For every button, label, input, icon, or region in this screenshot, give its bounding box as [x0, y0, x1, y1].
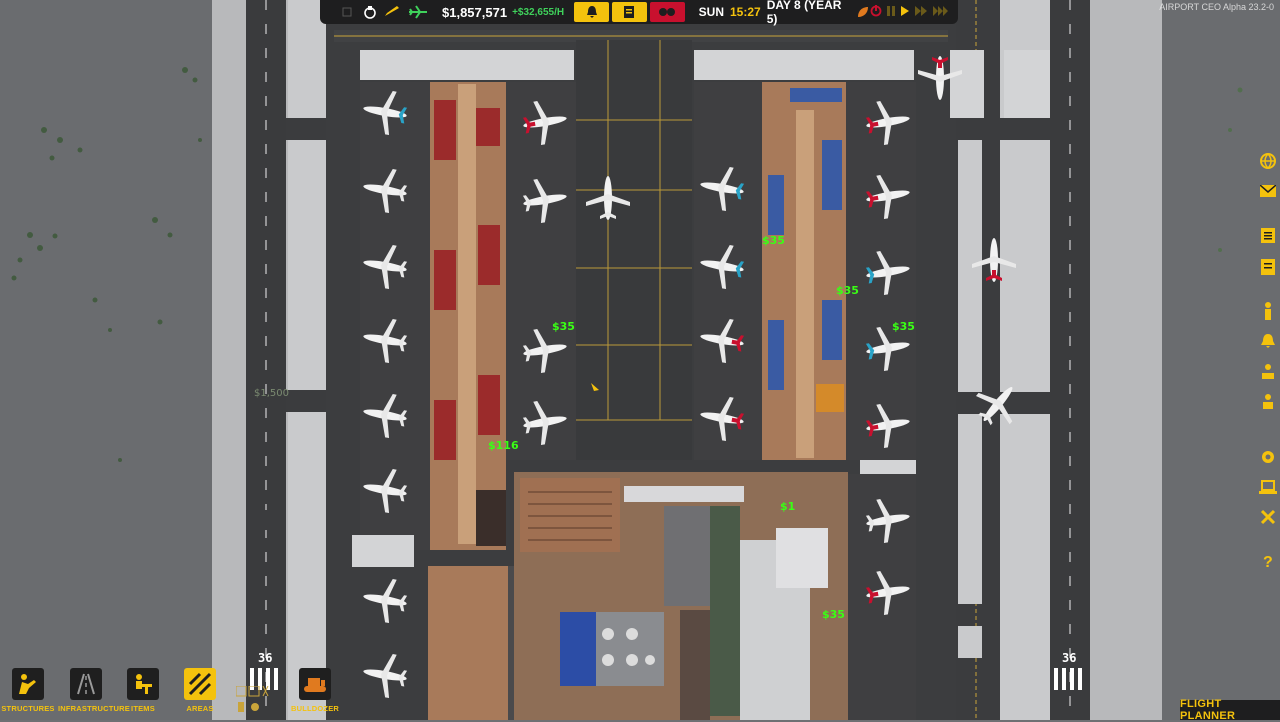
structures-icon — [12, 668, 44, 700]
structures-button[interactable]: STRUCTURES — [0, 664, 56, 720]
cash-label: $35 — [822, 608, 845, 621]
weekday-label: SUN — [698, 5, 724, 19]
fast-forward-icon[interactable] — [914, 5, 928, 20]
notifications-button[interactable] — [574, 2, 609, 22]
fastest-forward-icon[interactable] — [932, 5, 948, 20]
pause-icon[interactable] — [886, 5, 896, 20]
income-rate: +$32,655/H — [512, 6, 565, 18]
svg-text:?: ? — [1263, 554, 1273, 569]
cash-label: $35 — [552, 320, 575, 333]
runway-number-left: 36 — [258, 651, 272, 665]
speed-controls — [870, 4, 948, 20]
infrastructure-button[interactable]: INFRASTRUCTURE — [58, 664, 130, 720]
staff-icon[interactable] — [1257, 360, 1279, 382]
items-icon — [127, 668, 159, 700]
mail-icon[interactable] — [1257, 180, 1279, 202]
reports-button[interactable] — [611, 2, 647, 22]
cash-label: $35 — [836, 284, 859, 297]
version-label: AIRPORT CEO Alpha 23.2-0 — [1159, 2, 1274, 12]
bulldozer-icon — [299, 668, 331, 700]
day-counter: DAY 8 (YEAR 5) — [766, 0, 842, 26]
cash-label: $1,500 — [254, 388, 289, 399]
cash-label: $35 — [762, 234, 785, 247]
clock-time: 15:27 — [730, 5, 761, 19]
checkbox-icon[interactable] — [342, 2, 352, 22]
hand-icon[interactable] — [362, 2, 378, 22]
runway-number-right: 36 — [1062, 651, 1076, 665]
globe-icon[interactable] — [1257, 150, 1279, 172]
bulldozer-button[interactable]: BULLDOZER — [287, 664, 343, 720]
right-sidebar: ? — [1256, 150, 1280, 610]
structures-label: STRUCTURES — [1, 704, 55, 713]
settings-icon[interactable] — [1257, 446, 1279, 468]
areas-icon — [184, 668, 216, 700]
cash-balance: $1,857,571 — [442, 4, 508, 20]
small-tools — [235, 685, 276, 716]
person-icon[interactable] — [1257, 300, 1279, 322]
leaf-icon — [856, 2, 870, 22]
bulldozer-label: BULLDOZER — [290, 704, 340, 713]
flight-planner-button[interactable]: FLIGHT PLANNER — [1180, 698, 1280, 722]
areas-button[interactable]: AREAS — [172, 664, 228, 720]
infrastructure-label: INFRASTRUCTURE — [58, 704, 130, 713]
worker-icon[interactable] — [1257, 390, 1279, 412]
document-icon[interactable] — [1257, 256, 1279, 278]
road-icon — [70, 668, 102, 700]
bell-icon[interactable] — [1257, 330, 1279, 352]
operations-button[interactable] — [649, 2, 685, 22]
items-button[interactable]: ITEMS — [115, 664, 171, 720]
power-icon[interactable] — [870, 4, 882, 20]
bottom-toolbar: STRUCTURES INFRASTRUCTURE ITEMS AREAS BU… — [0, 664, 342, 720]
help-icon[interactable]: ? — [1257, 550, 1279, 572]
cash-label: $116 — [488, 439, 519, 452]
clipboard-icon[interactable] — [1257, 224, 1279, 246]
top-status-bar: $1,857,571 +$32,655/H SUN 15:27 DAY 8 (Y… — [320, 0, 958, 26]
play-icon[interactable] — [900, 5, 910, 20]
laptop-icon[interactable] — [1257, 476, 1279, 498]
tools-icon[interactable] — [1257, 506, 1279, 528]
items-label: ITEMS — [131, 704, 155, 713]
cash-label: $1 — [780, 500, 795, 513]
cash-label: $35 — [892, 320, 915, 333]
plane-icon[interactable] — [408, 2, 428, 22]
mouse-cursor — [591, 383, 599, 391]
areas-label: AREAS — [186, 704, 214, 713]
departures-icon[interactable] — [384, 2, 400, 22]
